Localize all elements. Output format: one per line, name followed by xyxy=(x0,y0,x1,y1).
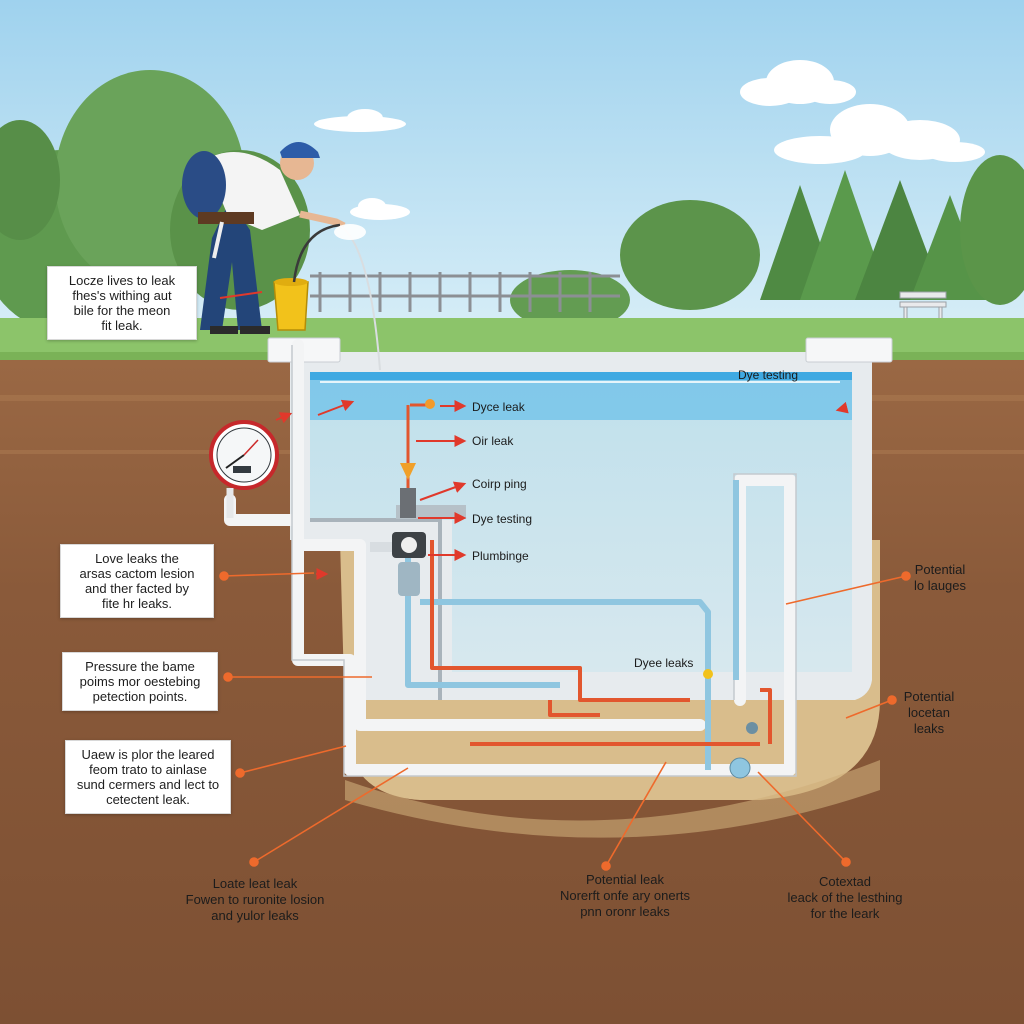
clouds xyxy=(314,60,985,220)
bottom-label-1-line-3: and yulor leaks xyxy=(211,908,299,923)
dye-injection-line xyxy=(400,399,435,518)
bottom-label-2-line-3: pnn oronr leaks xyxy=(580,904,670,919)
callout-3-line-3: petection points. xyxy=(92,689,188,704)
callout-2-line-1: Love leaks the xyxy=(95,551,179,566)
bottom-label-3: Cotextad leack of the lesthing for the l… xyxy=(760,874,930,922)
bottom-label-1-line-1: Loate leat leak xyxy=(212,876,298,891)
pressure-gauge-icon xyxy=(209,420,279,518)
bottom-label-2-line-1: Potential leak xyxy=(585,872,665,887)
callout-box-3: Pressure the bame poims mor oestebing pe… xyxy=(62,652,218,711)
callout-box-2: Love leaks the arsas cactom lesion and t… xyxy=(60,544,214,618)
right-label-2-line-3: leaks xyxy=(913,721,945,736)
bottom-label-3-line-2: leack of the lesthing xyxy=(787,890,903,905)
trees-right xyxy=(510,155,1024,330)
leader-lines xyxy=(219,571,911,871)
right-label-2-line-2: locetan xyxy=(908,705,950,720)
bottom-label-3-line-3: for the leark xyxy=(810,906,880,921)
callout-box-4: Uaew is plor the leared feom trato to ai… xyxy=(65,740,231,814)
label-dye-leak: Dyce leak xyxy=(472,400,525,414)
label-oir-leak: Oir leak xyxy=(472,434,514,448)
technician-figure xyxy=(182,142,346,334)
bottom-label-1: Loate leat leak Fowen to ruronite losion… xyxy=(160,876,350,924)
red-pipes xyxy=(430,540,772,746)
label-dye-testing: Dye testing xyxy=(472,512,533,526)
right-label-1: Potential lo lauges xyxy=(896,562,984,594)
bottom-label-2: Potential leak Norerft onfe ary onerts p… xyxy=(530,872,720,920)
right-label-2-line-1: Potential xyxy=(903,689,955,704)
right-label-1-line-2: lo lauges xyxy=(913,578,967,593)
label-plumbinge: Plumbinge xyxy=(472,549,529,563)
label-dyee-leaks: Dyee leaks xyxy=(634,656,694,670)
bottom-label-1-line-2: Fowen to ruronite losion xyxy=(185,892,325,907)
label-coirp-ping: Coirp ping xyxy=(472,477,527,491)
callout-4-line-4: cetectent leak. xyxy=(106,792,190,807)
callout-2-line-4: fite hr leaks. xyxy=(101,596,173,611)
label-dye-testing-top: Dye testing xyxy=(738,368,799,382)
dye-bucket-icon xyxy=(273,223,381,371)
callout-1-line-4: fit leak. xyxy=(101,318,143,333)
callout-1-line-1: Locze lives to leak xyxy=(68,273,176,288)
detection-arrows xyxy=(219,291,849,580)
right-label-2: Potential locetan leaks xyxy=(884,689,974,737)
pump-valve xyxy=(370,532,758,779)
callout-4-line-1: Uaew is plor the leared xyxy=(81,747,215,762)
bottom-label-2-line-2: Norerft onfe ary onerts xyxy=(559,888,691,903)
callout-3-line-1: Pressure the bame xyxy=(85,659,195,674)
pool-water xyxy=(310,372,852,672)
callout-4-line-3: sund cermers and lect to xyxy=(76,777,220,792)
callout-1-line-3: bile for the meon xyxy=(73,303,171,318)
callout-3-line-2: poims mor oestebing xyxy=(79,674,201,689)
callout-2-line-3: and ther facted by xyxy=(84,581,190,596)
callout-2-line-2: arsas cactom lesion xyxy=(79,566,195,581)
fence xyxy=(310,272,620,312)
right-label-1-line-1: Potential xyxy=(914,562,966,577)
callout-1-line-2: fhes's withing aut xyxy=(72,288,172,303)
callout-4-line-2: feom trato to ainlase xyxy=(89,762,207,777)
bottom-label-3-line-1: Cotextad xyxy=(818,874,872,889)
callout-box-1: Locze lives to leak fhes's withing aut b… xyxy=(47,266,197,340)
